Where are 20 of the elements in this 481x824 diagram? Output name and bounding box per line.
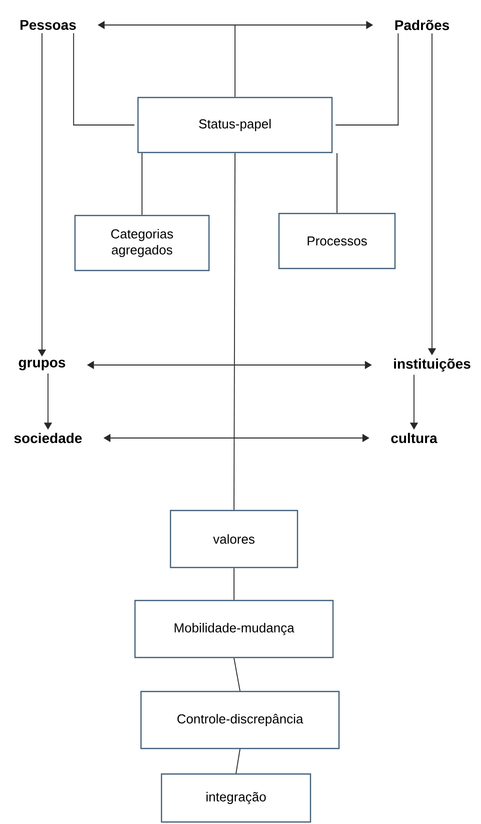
concept-box: Processos: [278, 212, 396, 270]
concept-label: instituições: [394, 358, 470, 372]
connector-line: [335, 32, 399, 126]
concept-label: Padrões: [395, 20, 450, 30]
concept-label: cultura: [391, 432, 438, 444]
concept-label: Pessoas: [20, 20, 76, 30]
concept-label: sociedade: [14, 432, 82, 444]
concept-box: valores: [170, 510, 298, 568]
connector-line: [234, 24, 236, 98]
connector-line: [234, 152, 236, 510]
connector-line: [336, 152, 338, 214]
concept-box: Categorias agregados: [74, 214, 210, 272]
connector-line: [73, 32, 135, 126]
connector-line: [236, 748, 240, 774]
concept-box: Mobilidade-mudança: [134, 600, 334, 658]
concept-label: grupos: [18, 360, 66, 370]
concept-box: Status-papel: [137, 96, 333, 154]
connector-line: [234, 658, 240, 692]
concept-box: Controle-discrepância: [140, 690, 340, 750]
concept-box: integração: [160, 773, 312, 823]
